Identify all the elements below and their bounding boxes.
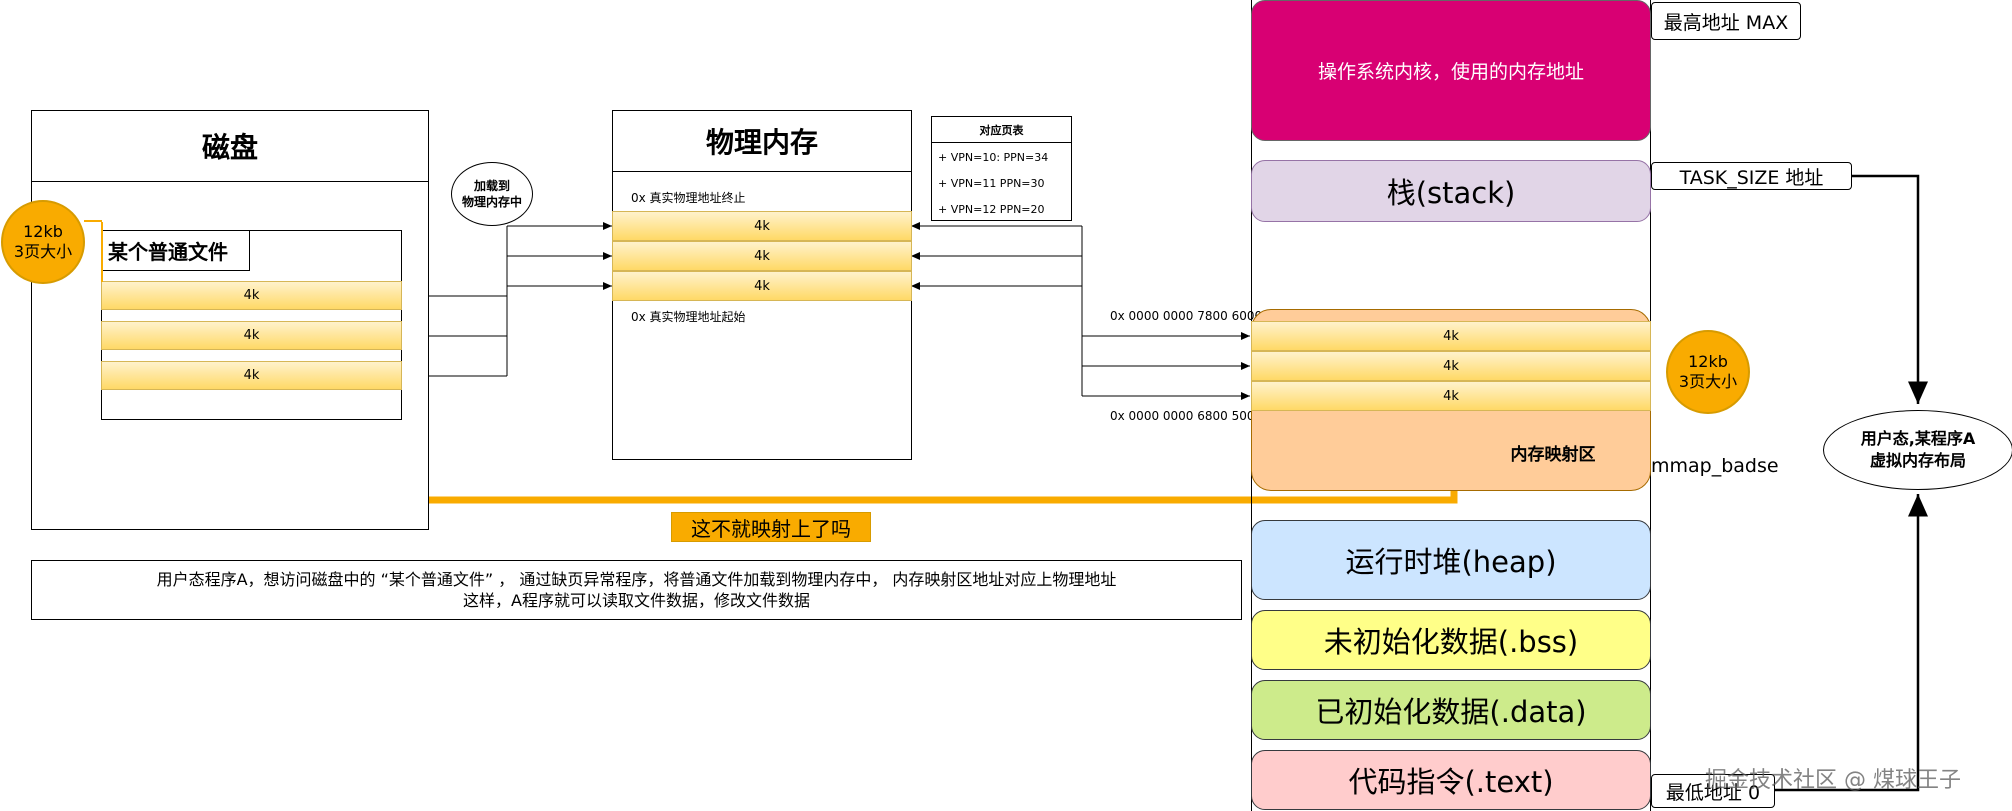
vm-text: 代码指令(.text)	[1251, 750, 1651, 810]
phys-top-label: 0x 真实物理地址终止	[631, 191, 746, 205]
page-table-row-2: + VPN=11 PPN=30	[938, 177, 1045, 190]
vm-data: 已初始化数据(.data)	[1251, 680, 1651, 740]
load-bubble: 加载到物理内存中	[451, 162, 533, 226]
description-line-2: 这样，A程序就可以读取文件数据，修改文件数据	[463, 591, 810, 610]
disk-block-2: 4k	[101, 321, 402, 350]
disk-badge-tick	[84, 220, 102, 222]
page-table-row-1: + VPN=10: PPN=34	[938, 151, 1049, 164]
description-box: 用户态程序A，想访问磁盘中的 “某个普通文件” ， 通过缺页异常程序，将普通文件…	[31, 560, 1242, 620]
vm-mmap-block-2: 4k	[1251, 351, 1651, 381]
watermark: 掘金技术社区 @ 煤球王子	[1705, 768, 1961, 793]
disk-block-3: 4k	[101, 361, 402, 390]
task-size-connector	[1852, 174, 1928, 404]
page-table-title: 对应页表	[932, 117, 1071, 143]
phys-bottom-label: 0x 真实物理地址起始	[631, 310, 746, 324]
mmap-cloud-label: 内存映射区	[1510, 444, 1596, 465]
tag-task-size: TASK_SIZE 地址	[1651, 162, 1852, 190]
description-line-1: 用户态程序A，想访问磁盘中的 “某个普通文件” ， 通过缺页异常程序，将普通文件…	[156, 570, 1117, 589]
min-addr-connector	[1775, 494, 1928, 792]
disk-block-1: 4k	[101, 281, 402, 310]
vm-kernel: 操作系统内核，使用的内存地址	[1251, 0, 1651, 141]
vm-heap: 运行时堆(heap)	[1251, 520, 1651, 600]
disk-badge-line	[101, 222, 103, 282]
disk-title: 磁盘	[201, 131, 258, 164]
page-table: 对应页表 + VPN=10: PPN=34 + VPN=11 PPN=30 + …	[931, 116, 1072, 221]
mmap-high-address: 0x 0000 0000 7800 6000	[1110, 309, 1263, 323]
vm-bss: 未初始化数据(.bss)	[1251, 610, 1651, 670]
physical-memory-title: 物理内存	[705, 126, 818, 159]
vm-stack: 栈(stack)	[1251, 160, 1651, 222]
file-title: 某个普通文件	[102, 231, 250, 271]
phys-block-1: 4k	[612, 211, 912, 241]
tag-mmap-base: mmap_badse	[1651, 455, 1779, 477]
mapped-label: 这不就映射上了吗	[671, 512, 871, 542]
tag-min-address: 最低地址 0	[1651, 774, 1775, 808]
page-table-row-3: + VPN=12 PPN=20	[938, 203, 1045, 216]
mmap-low-address: 0x 0000 0000 6800 5000	[1110, 409, 1263, 423]
vm-mmap-block-3: 4k	[1251, 381, 1651, 411]
phys-block-2: 4k	[612, 241, 912, 271]
tag-max-address: 最高地址 MAX	[1651, 2, 1801, 40]
phys-block-3: 4k	[612, 271, 912, 301]
vm-mmap-block-1: 4k	[1251, 321, 1651, 351]
